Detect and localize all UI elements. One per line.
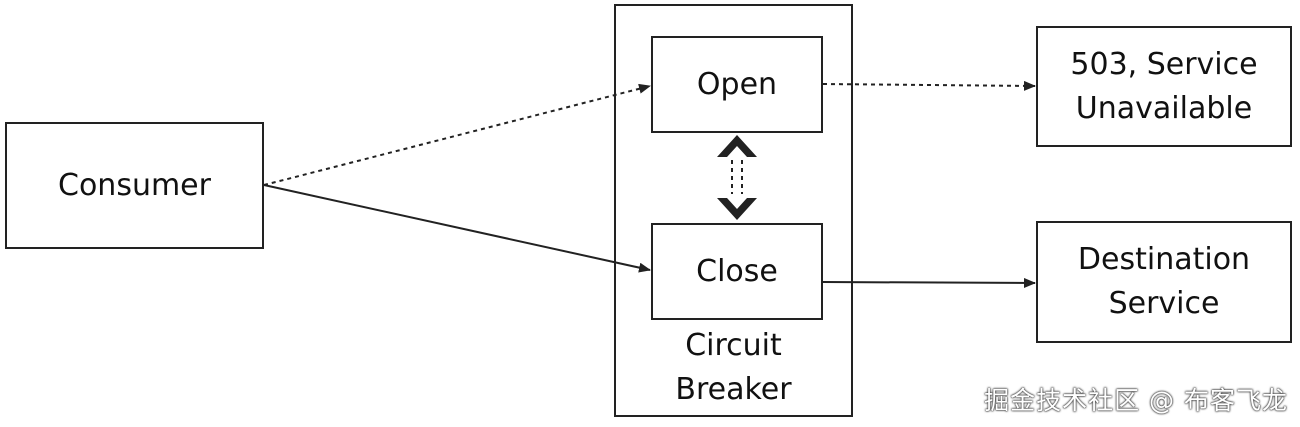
consumer-to-close-arrow [263, 184, 651, 273]
destination-service-node: Destination Service [1036, 221, 1292, 343]
consumer-node: Consumer [5, 122, 264, 249]
watermark: 掘金技术社区 @ 布客飞龙 [984, 386, 1288, 415]
service-unavailable-node: 503, Service Unavailable [1036, 26, 1292, 147]
circuit-breaker-label: Circuit Breaker [675, 328, 792, 407]
close-to-destination-arrow [822, 277, 1036, 288]
open-state-node: Open [651, 36, 823, 133]
state-transition-arrow [717, 135, 757, 220]
close-state-node: Close [651, 223, 823, 320]
open-to-unavailable-arrow [822, 80, 1036, 91]
consumer-to-open-arrow [263, 83, 651, 186]
